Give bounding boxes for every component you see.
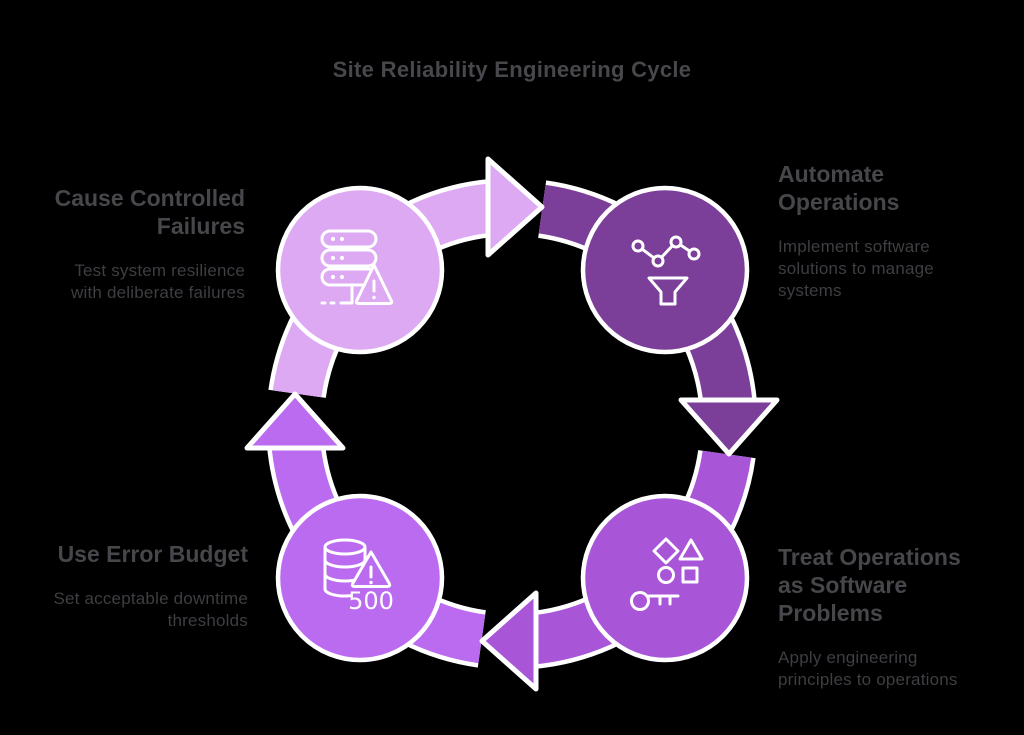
arrowheads [244,156,780,692]
step-description: Test system resilience with deliberate f… [71,261,245,302]
arrowhead-bottom [479,590,539,692]
server-warning-icon [320,229,394,305]
arrowhead-right [678,397,780,457]
database-error-icon: 500 [323,538,394,615]
step-description: Implement software solutions to manage s… [778,237,934,300]
node-treat-operations [580,493,750,663]
step-label-treat-operations: Treat Operations as Software Problems Ap… [778,543,961,691]
arrowhead-top [485,156,545,258]
step-description: Set acceptable downtime thresholds [53,589,248,630]
step-label-automate-operations: Automate Operations Implement software s… [778,160,934,302]
step-heading: Automate Operations [778,161,900,215]
step-label-error-budget: Use Error Budget Set acceptable downtime… [53,540,248,632]
arrowhead-left [244,391,346,451]
step-heading: Treat Operations as Software Problems [778,544,961,626]
network-funnel-icon [631,235,701,306]
step-heading: Cause Controlled Failures [54,185,245,239]
node-automate-operations [580,185,750,355]
step-heading: Use Error Budget [57,541,248,567]
page-title: Site Reliability Engineering Cycle [332,57,692,82]
step-label-cause-failures: Cause Controlled Failures Test system re… [55,184,245,304]
error-code-text: 500 [348,587,394,615]
step-description: Apply engineering principles to operatio… [778,648,958,689]
shapes-key-icon [630,537,704,611]
